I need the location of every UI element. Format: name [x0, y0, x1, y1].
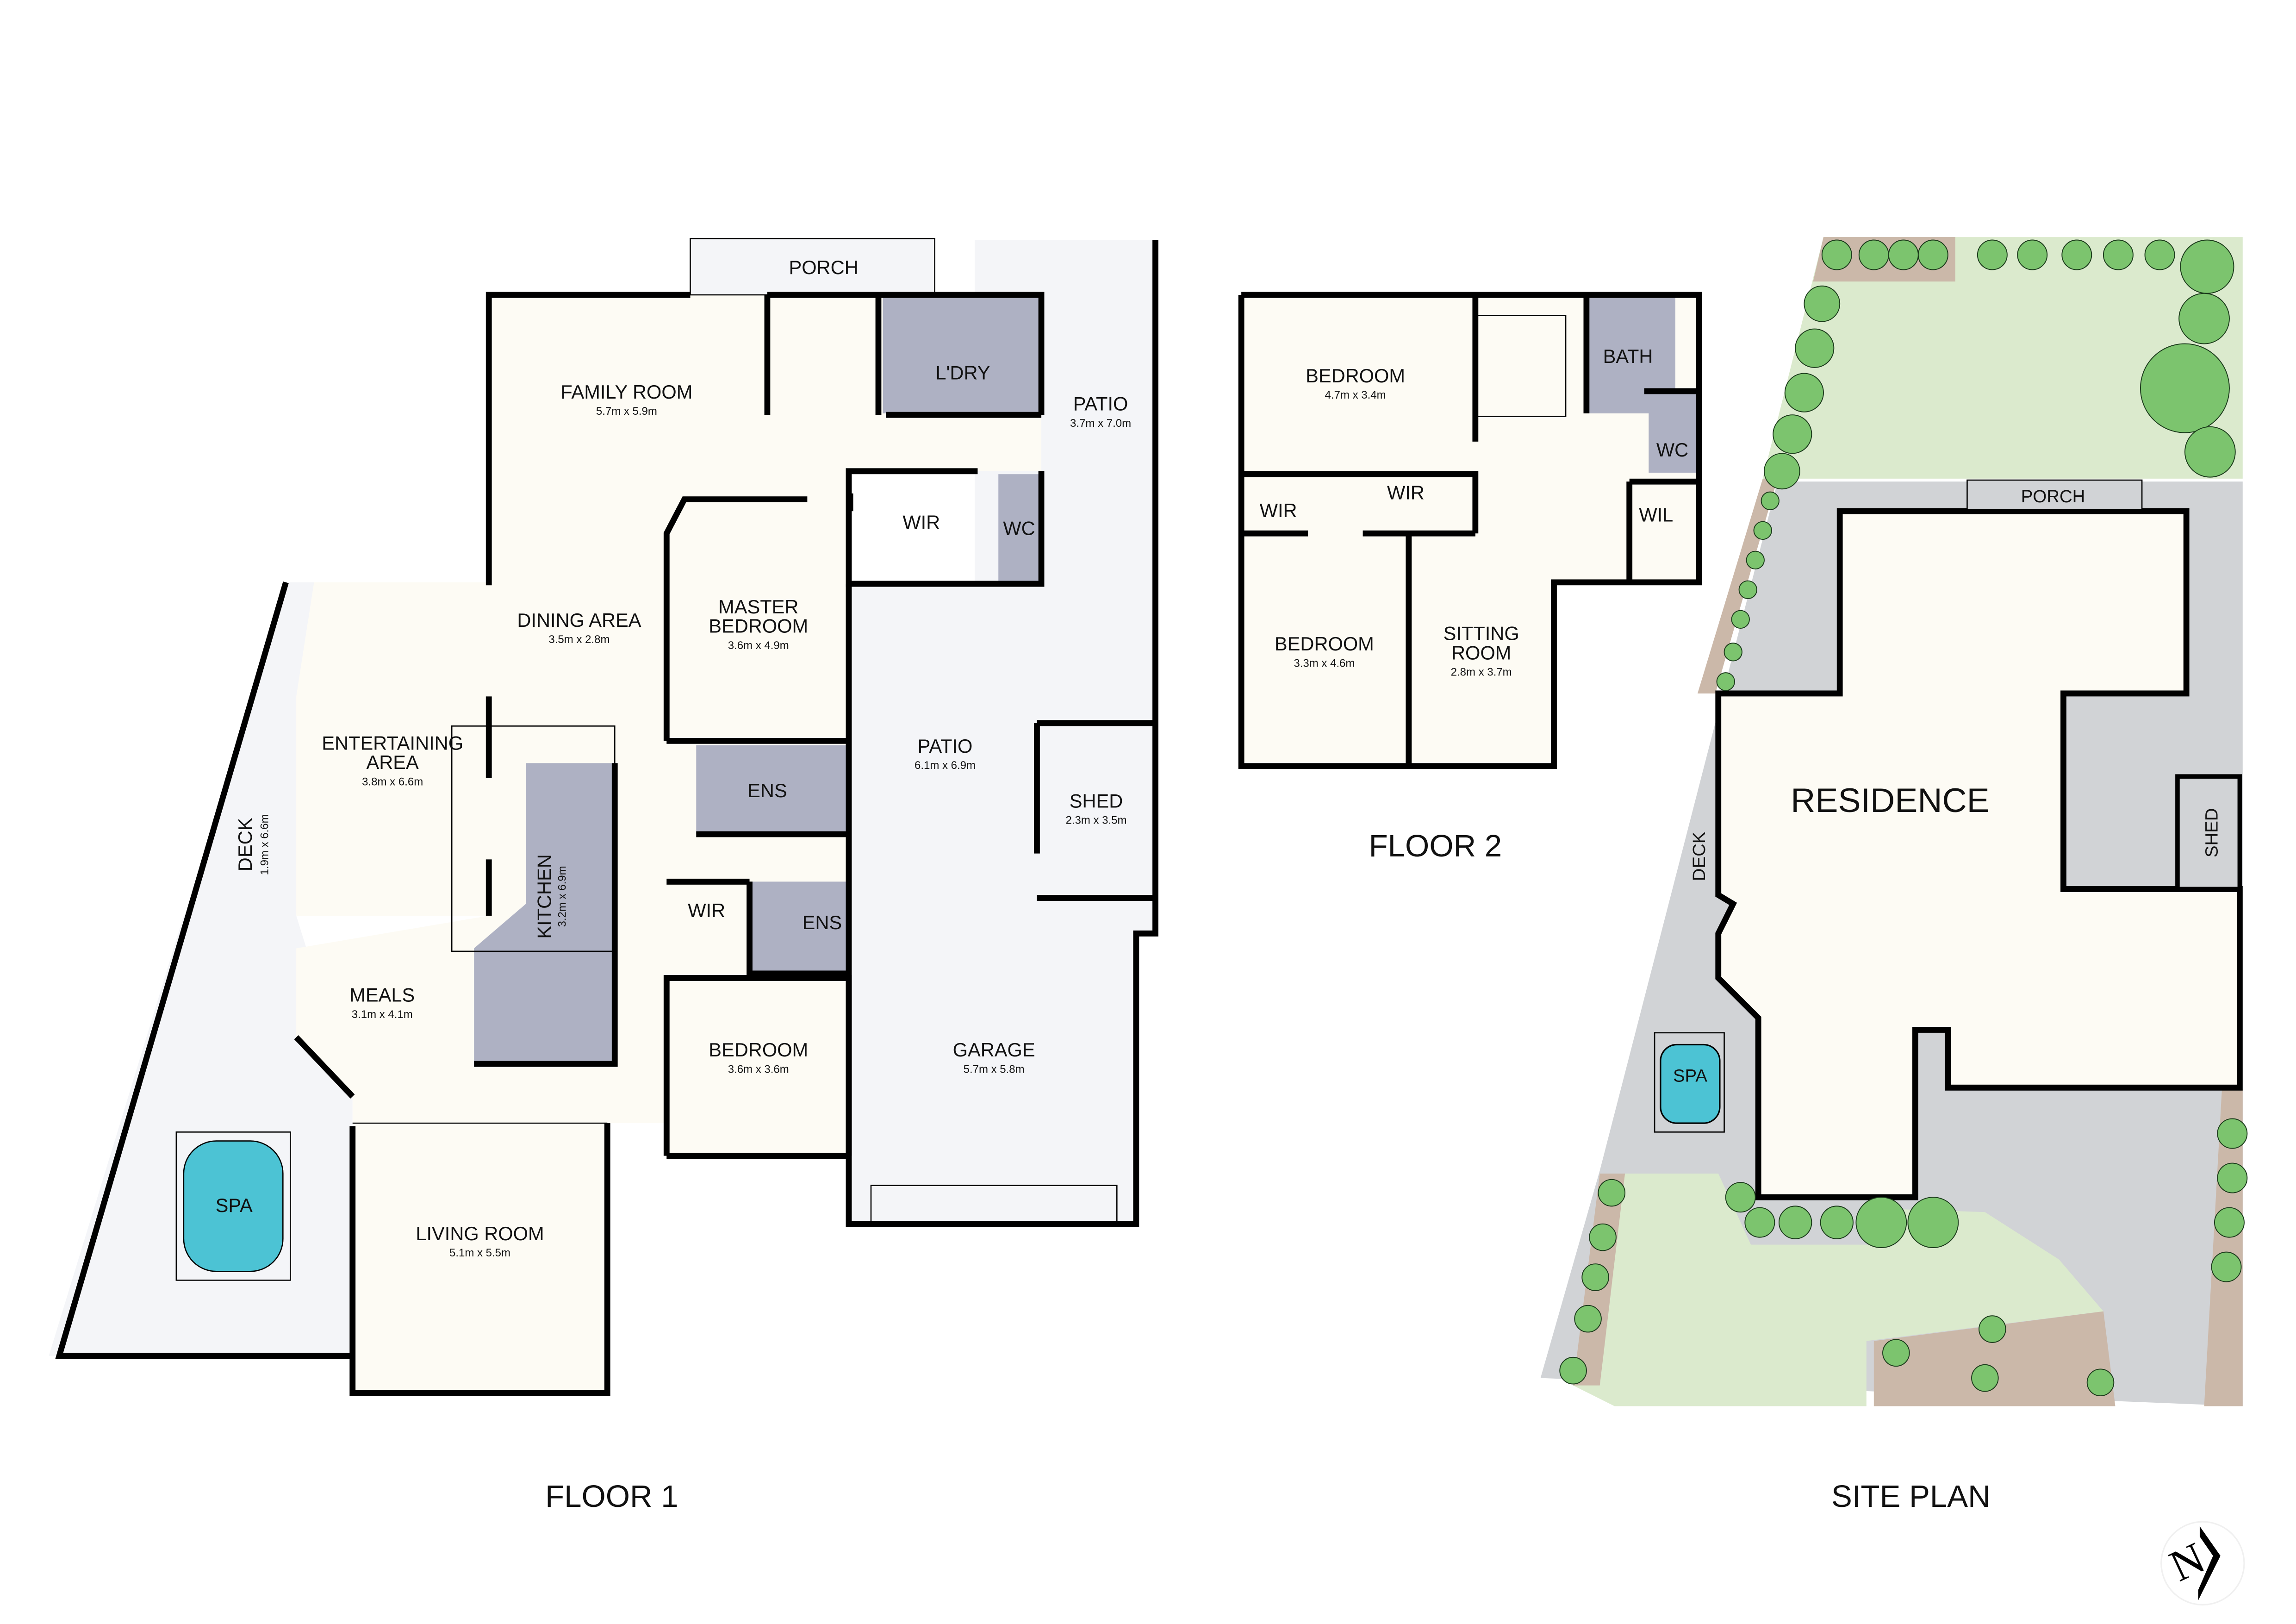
tree-icons: [1559, 239, 2248, 1397]
laundry-floor: [883, 294, 1042, 414]
sitting-room-label-2: ROOM: [1451, 642, 1511, 663]
site-porch: [1966, 479, 2143, 511]
shed-label: SHED: [1070, 790, 1123, 812]
f2-bedroom-2-dim: 3.3m x 4.6m: [1294, 657, 1355, 669]
master-bedroom-label-1: MASTER: [718, 596, 798, 618]
site-shed-label: SHED: [2202, 808, 2221, 857]
site-plan: PORCH RESIDENCE DECK SHED SPA SITE PLAN: [1540, 237, 2248, 1514]
living-room-dim: 5.1m x 5.5m: [449, 1247, 510, 1259]
deck-dim: 1.9m x 6.6m: [258, 814, 271, 875]
garage-area: [848, 933, 1136, 1221]
sitting-room-dim: 2.8m x 3.7m: [1451, 666, 1512, 679]
porch-label: PORCH: [789, 256, 858, 278]
site-spa-label: SPA: [1673, 1066, 1707, 1086]
f2-wir-2-label: WIR: [1387, 482, 1425, 504]
floor-1-title: FLOOR 1: [545, 1479, 678, 1514]
residence-label: RESIDENCE: [1791, 781, 1989, 819]
bedroom-label: BEDROOM: [709, 1039, 808, 1061]
ensuite-bed-floor: [749, 881, 849, 974]
patio-main-label: PATIO: [918, 735, 973, 757]
dining-label: DINING AREA: [517, 609, 641, 631]
family-room-label: FAMILY ROOM: [560, 381, 692, 403]
f2-wc-label: WC: [1656, 439, 1688, 461]
entertaining-label-1: ENTERTAINING: [322, 732, 463, 754]
master-bedroom-label-2: BEDROOM: [709, 615, 808, 637]
garage-label: GARAGE: [953, 1039, 1035, 1061]
kitchen-label: KITCHEN: [534, 854, 555, 939]
f2-bedroom-2-label: BEDROOM: [1275, 633, 1374, 655]
laundry-label: L'DRY: [935, 362, 990, 383]
kitchen-dim: 3.2m x 6.9m: [556, 866, 569, 927]
kitchen-floor: [474, 763, 615, 1064]
meals-dim: 3.1m x 4.1m: [352, 1008, 413, 1021]
garage-dim: 5.7m x 5.8m: [964, 1063, 1025, 1075]
entertaining-floor: [296, 582, 489, 916]
interior-floor: [296, 294, 1042, 1393]
patio-top-label: PATIO: [1073, 393, 1128, 415]
site-shed: [2175, 774, 2242, 892]
site-plan-title: SITE PLAN: [1831, 1479, 1991, 1514]
floor-2-title: FLOOR 2: [1369, 829, 1502, 863]
spa-pool: [183, 1140, 284, 1272]
entertaining-label-2: AREA: [367, 751, 419, 773]
site-front-lawn: [1573, 1173, 2103, 1406]
site-front-bed: [1873, 1311, 2116, 1406]
site-porch-label: PORCH: [2021, 487, 2085, 506]
patio-main-area: [848, 584, 1156, 934]
bedroom-dim: 3.6m x 3.6m: [728, 1063, 789, 1075]
wc-2-floor: [1649, 391, 1696, 473]
wc-floor: [998, 474, 1043, 584]
meals-label: MEALS: [349, 984, 415, 1006]
sitting-room-label-1: SITTING: [1444, 623, 1519, 644]
north-arrow-icon: N: [2160, 1521, 2245, 1605]
porch-area: [690, 238, 935, 295]
site-spa: [1660, 1043, 1721, 1124]
site-deck-label: DECK: [1689, 831, 1709, 881]
ensuite-master-floor: [696, 745, 849, 835]
f2-bedroom-1-label: BEDROOM: [1306, 365, 1405, 387]
site-back-lawn: [1762, 237, 2243, 479]
master-bedroom-dim: 3.6m x 4.9m: [728, 639, 789, 652]
bath-label: BATH: [1603, 345, 1653, 367]
family-room-dim: 5.7m x 5.9m: [596, 405, 657, 418]
wc-label: WC: [1003, 517, 1035, 539]
residence-footprint: [1715, 508, 2243, 1200]
entertaining-dim: 3.8m x 6.6m: [362, 775, 423, 788]
living-room-label: LIVING ROOM: [416, 1223, 544, 1244]
ensuite-bed-label: ENS: [803, 912, 842, 933]
ensuite-master-label: ENS: [747, 780, 787, 801]
deck-label: DECK: [234, 818, 256, 871]
spa-label: SPA: [216, 1194, 253, 1216]
site-spa-surround: [1654, 1032, 1725, 1133]
f2-wir-1-label: WIR: [1260, 500, 1297, 521]
patio-main-dim: 6.1m x 6.9m: [915, 759, 976, 772]
floor-2-plan: BEDROOM 4.7m x 3.4m BATH WC WIR WIR WIL …: [1238, 292, 1702, 863]
wir-bed-label: WIR: [688, 899, 725, 921]
floor-1-plan: PORCH FAMILY ROOM 5.7m x 5.9m L'DRY PATI…: [49, 238, 1158, 1514]
shed-dim: 2.3m x 3.5m: [1065, 814, 1126, 827]
wir-master-label: WIR: [902, 512, 940, 533]
wil-label: WIL: [1639, 504, 1673, 526]
f2-bedroom-1-dim: 4.7m x 3.4m: [1325, 389, 1386, 401]
dining-dim: 3.5m x 2.8m: [548, 633, 610, 646]
patio-top-dim: 3.7m x 7.0m: [1070, 417, 1131, 430]
